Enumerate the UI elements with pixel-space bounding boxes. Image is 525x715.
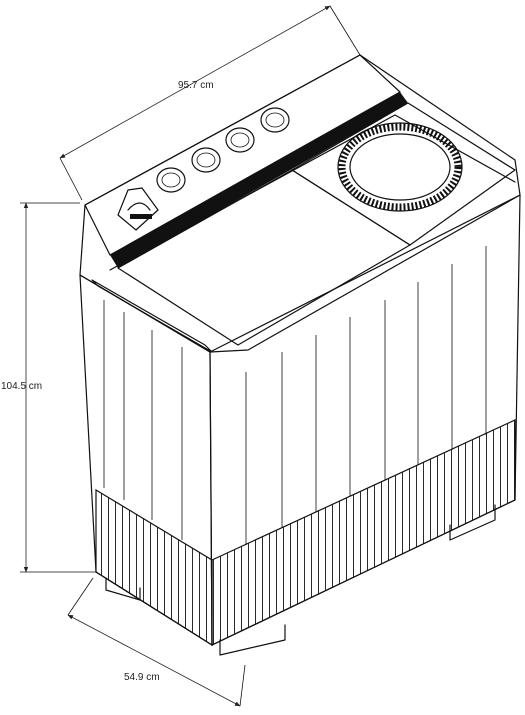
knob-4 [260, 107, 290, 133]
side-grooves [245, 246, 487, 545]
knob-3 [225, 127, 255, 153]
lid-divider-band [110, 92, 408, 268]
spinner-window [337, 122, 463, 212]
height-dimension: 104.5 cm [1, 202, 96, 573]
control-knobs [156, 107, 290, 193]
front-grooves [103, 300, 183, 540]
base-skirt-side [211, 419, 516, 646]
depth-label: 54.9 cm [124, 672, 160, 683]
knob-2 [191, 147, 221, 173]
knob-1 [156, 167, 186, 193]
width-label: 95.7 cm [178, 80, 214, 91]
machine-top [79, 54, 521, 353]
height-label: 104.5 cm [1, 381, 42, 392]
machine-feet [105, 504, 496, 656]
washing-machine [79, 54, 521, 656]
brand-logo [117, 187, 159, 231]
depth-dimension: 54.9 cm [67, 577, 246, 707]
spinner-lid [291, 102, 516, 246]
width-dimension: 95.7 cm [59, 5, 361, 201]
base-skirt-front [95, 488, 213, 647]
front-handle [91, 279, 213, 353]
